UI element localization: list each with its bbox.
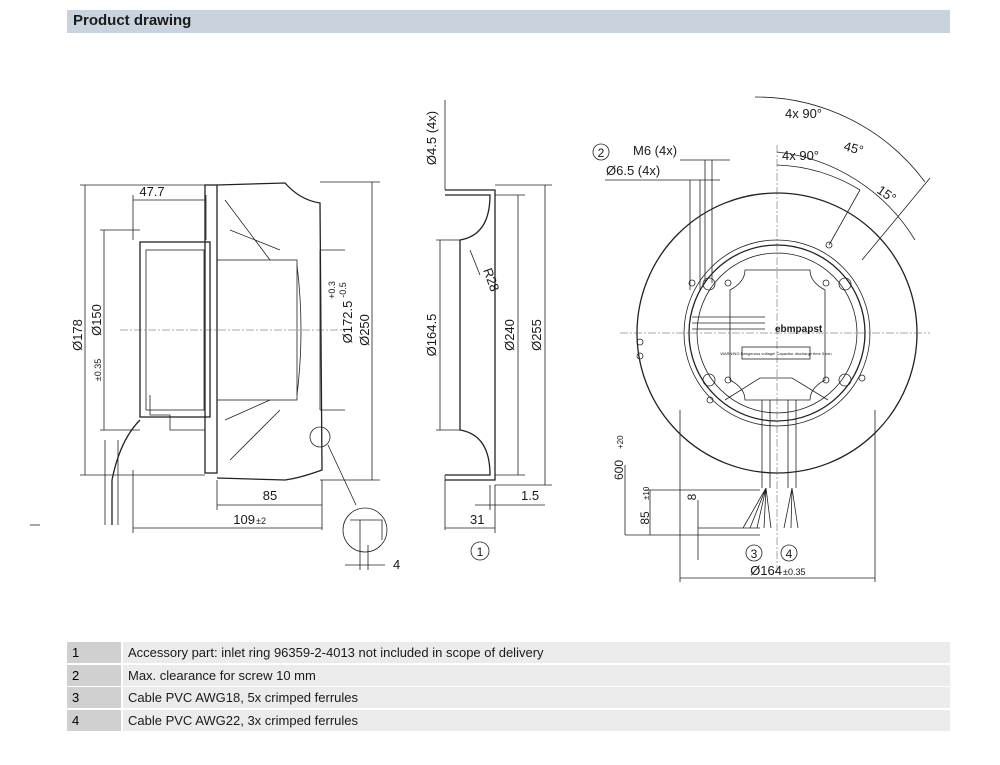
- note-number: 4: [67, 709, 121, 731]
- dim-47-7: 47.7: [139, 184, 164, 199]
- angle-15: 15°: [874, 182, 899, 206]
- dim-164: Ø164: [750, 563, 782, 578]
- front-view: ebmpapst WARNING Dangerous voltage! Capa…: [592, 96, 931, 582]
- angle-45: 45°: [842, 138, 865, 158]
- dim-85: 85: [263, 488, 277, 503]
- dim-r28: R28: [480, 266, 502, 294]
- note-text: Cable PVC AWG18, 5x crimped ferrules: [123, 687, 950, 708]
- angle-inner: 4x 90°: [782, 148, 819, 163]
- dim-109: 109: [233, 512, 255, 527]
- section-title: Product drawing: [73, 12, 192, 29]
- dim-150-tol: ±0.35: [93, 359, 103, 381]
- dim-164-5: Ø164.5: [424, 314, 439, 357]
- dim-172-5-tol-upper: +0.3: [327, 281, 337, 299]
- section-header: Product drawing: [67, 10, 950, 33]
- note-text: Accessory part: inlet ring 96359-2-4013 …: [123, 642, 950, 663]
- note-number: 2: [67, 664, 121, 686]
- dim-1-5: 1.5: [521, 488, 539, 503]
- warning-label: WARNING Dangerous voltage! Capacitor dis…: [720, 351, 831, 356]
- side-view: 47.7 Ø178 Ø150 ±0.35 Ø172.5 +0.3 -0.5 Ø2…: [30, 181, 400, 572]
- dim-109-tol: ±2: [256, 516, 266, 526]
- dim-600: 600: [612, 460, 626, 480]
- callout-4: 4: [786, 547, 793, 561]
- dim-172-5: Ø172.5: [340, 301, 355, 344]
- note-text: Max. clearance for screw 10 mm: [123, 664, 950, 686]
- dim-85-tol: ±10: [642, 486, 651, 500]
- angle-outer: 4x 90°: [785, 106, 822, 121]
- m6-label: M6 (4x): [633, 143, 677, 158]
- dim-164-tol: ±0.35: [783, 567, 805, 577]
- dim-31: 31: [470, 512, 484, 527]
- callout-3: 3: [751, 547, 758, 561]
- dim-240: Ø240: [502, 319, 517, 351]
- dim-6-5: Ø6.5 (4x): [606, 163, 660, 178]
- note-number: 1: [67, 642, 121, 663]
- dim-85: 85: [638, 511, 652, 525]
- dim-4: 4: [393, 557, 400, 572]
- dim-250: Ø250: [357, 314, 372, 346]
- callout-1: 1: [477, 545, 484, 559]
- dim-600-tol: +20: [616, 435, 625, 449]
- dim-172-5-tol-lower: -0.5: [338, 282, 348, 298]
- inlet-ring-view: 1 Ø4.5 (4x) R28 Ø164.5 Ø240 Ø255 1.5 31: [424, 100, 552, 561]
- dim-178: Ø178: [70, 319, 85, 351]
- note-number: 3: [67, 687, 121, 708]
- note-text: Cable PVC AWG22, 3x crimped ferrules: [123, 709, 950, 731]
- ebmpapst-logo: ebmpapst: [775, 324, 823, 335]
- callout-2: 2: [598, 146, 605, 160]
- dim-255: Ø255: [529, 319, 544, 351]
- dim-150: Ø150: [89, 304, 104, 336]
- dim-8: 8: [685, 493, 699, 500]
- dim-4-5: Ø4.5 (4x): [424, 111, 439, 165]
